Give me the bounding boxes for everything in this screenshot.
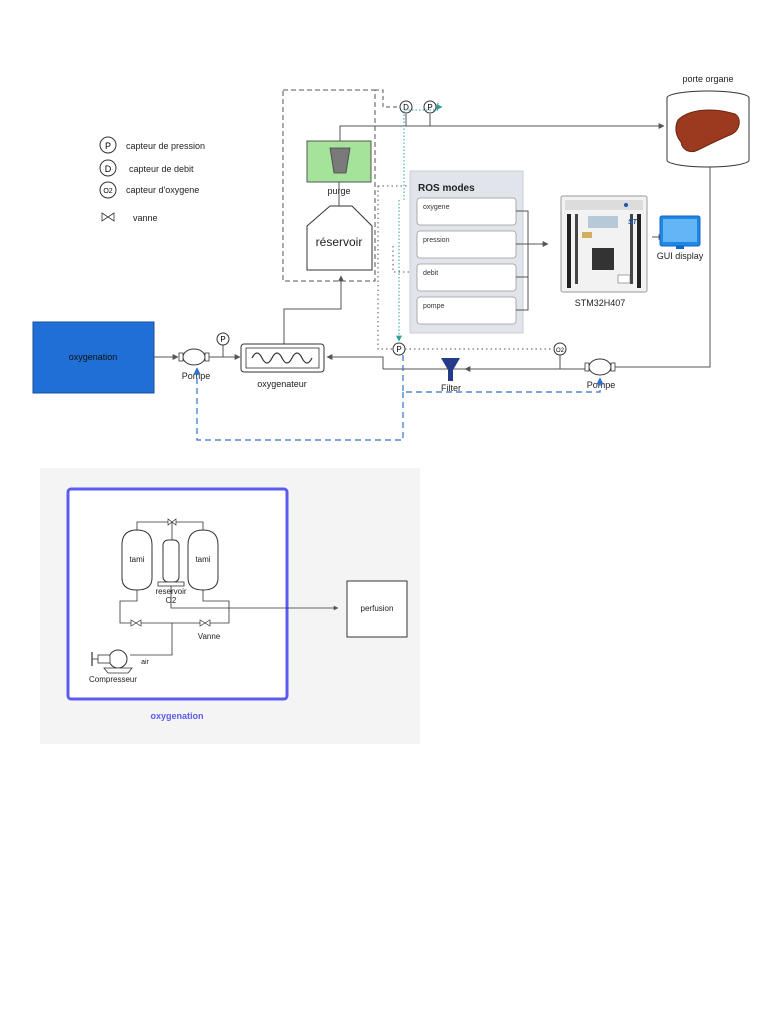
pump-left-label: Pompe [182, 371, 211, 381]
pump-right-icon [584, 358, 616, 376]
filter-label: Filter [441, 383, 461, 393]
vanne-label: Vanne [198, 632, 221, 641]
liver-icon [675, 109, 740, 153]
oxygenator-icon [240, 343, 325, 373]
pressure-sensor-symbol: P [427, 103, 432, 112]
organ-holder-label: porte organe [682, 74, 733, 84]
legend-flow-symbol: D [105, 164, 112, 174]
oxygenation-box-label: oxygenation [69, 352, 118, 362]
pipe-to-perfusion [170, 586, 339, 611]
pump-control-loop-right [402, 355, 604, 393]
oxygenation-subsystem-diagram: tami tami reservoir O2 Vanne air Co [40, 468, 420, 744]
pipe-to-organ [339, 123, 665, 141]
ros-mode-oxygene[interactable] [416, 197, 517, 226]
ros-mode-debit[interactable] [416, 263, 517, 292]
legend-oxygen-symbol: O2 [103, 188, 112, 195]
legend: P capteur de pression D capteur de debit… [99, 136, 205, 223]
compressor-icon [91, 649, 133, 674]
perfusion-box [346, 580, 408, 638]
pump-left-icon [178, 348, 210, 366]
pressure-sensor-left-symbol: P [220, 335, 225, 344]
oxygenation-box [32, 321, 155, 394]
flow-sensor-symbol: D [403, 103, 409, 112]
ros-mode-oxygene-label: oxygene [423, 204, 450, 211]
pressure-sensor-icon [216, 332, 230, 346]
valve-icon [199, 619, 211, 627]
board-label: STM32H407 [575, 298, 626, 308]
reservoir-tank [306, 205, 373, 271]
ros-mode-pression[interactable] [416, 230, 517, 259]
ros-mode-debit-label: debit [423, 270, 438, 277]
legend-pressure-symbol: P [105, 141, 111, 151]
perfusion-label: perfusion [361, 604, 394, 613]
pipe-to-reservoir [283, 275, 344, 344]
ros-mode-pression-label: pression [423, 237, 450, 244]
tami-left-label: tami [129, 555, 144, 564]
ros-mode-pompe-label: pompe [423, 303, 445, 310]
stm32-board-icon: ST [560, 195, 648, 293]
oxygenation-caption: oxygenation [150, 711, 203, 721]
ros-mode-pompe[interactable] [416, 296, 517, 325]
air-label: air [141, 659, 149, 666]
reservoir-enclosure [282, 89, 376, 282]
ros-modes-title: ROS modes [418, 183, 475, 194]
oxygenator-label: oxygenateur [257, 379, 307, 389]
compresseur-label: Compresseur [89, 675, 137, 684]
tami-right-label: tami [195, 555, 210, 564]
monitor-icon [659, 215, 701, 249]
pipe-organ-to-pump [615, 160, 711, 368]
filter-icon [441, 358, 460, 381]
valve-icon [130, 619, 142, 627]
flow-sensor-icon [99, 159, 117, 177]
pipe-return-to-oxygenator [326, 354, 384, 369]
legend-valve-label: vanne [133, 213, 158, 223]
gui-display-label: GUI display [657, 251, 704, 261]
reservoir-label: réservoir [316, 235, 363, 249]
purge-filter-icon [329, 147, 351, 174]
pump-control-loop-left [193, 367, 404, 441]
oxygen-reservoir-icon [157, 539, 185, 587]
tami-left-tank [121, 529, 153, 591]
legend-pressure-label: capteur de pression [126, 141, 205, 151]
perfusion-system-diagram: D P purge réservoir oxygenation Pompe P [32, 74, 750, 441]
enclosure-link-line [375, 89, 398, 108]
oxygen-sensor-icon [99, 181, 117, 199]
pump-right-label: Pompe [587, 380, 616, 390]
valve-icon [101, 212, 115, 222]
signal-line-pressure [377, 186, 393, 350]
tami-right-tank [187, 529, 219, 591]
pressure-sensor-icon [99, 136, 117, 154]
legend-flow-label: capteur de debit [129, 164, 194, 174]
oxygen-sensor-symbol: O2 [556, 348, 565, 354]
pressure-sensor-return-symbol: P [396, 345, 401, 354]
svg-text:ST: ST [628, 219, 638, 226]
signal-line-debit [392, 246, 410, 273]
legend-oxygen-label: capteur d'oxygene [126, 185, 199, 195]
